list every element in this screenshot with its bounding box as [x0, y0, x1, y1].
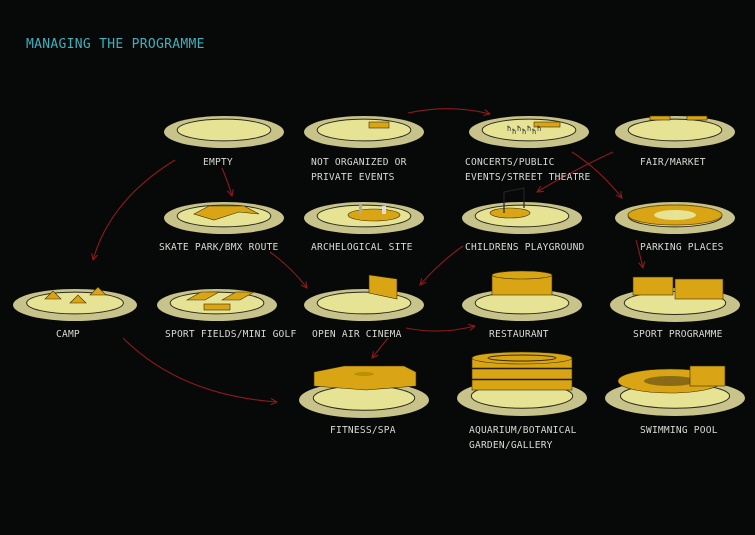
object-icon: [689, 365, 726, 387]
chair-icon: ħ: [517, 125, 521, 133]
arrow-concerts-to-parking-places: [571, 151, 622, 198]
node-label-empty: EMPTY: [203, 155, 233, 170]
object-icon: [471, 351, 573, 365]
label-line: CHILDRENS PLAYGROUND: [465, 242, 585, 253]
node-label-restaurant: RESTAURANT: [489, 327, 549, 342]
arrow-camp-to-fitness-spa: [122, 337, 277, 402]
label-line: RESTAURANT: [489, 329, 549, 340]
label-line: SPORT PROGRAMME: [633, 329, 723, 340]
node-label-fitness-spa: FITNESS/SPA: [330, 423, 396, 438]
chair-icon: ħ: [527, 125, 531, 133]
object-icon: [347, 208, 401, 222]
object-icon: [632, 276, 674, 296]
disc-top: [316, 118, 412, 142]
node-sport-fields: [157, 289, 277, 321]
page-title: MANAGING THE PROGRAMME: [26, 37, 205, 52]
label-line: PRIVATE EVENTS: [311, 172, 395, 183]
label-line: SWIMMING POOL: [640, 425, 718, 436]
disc-top: [627, 118, 723, 142]
node-fitness-spa: [299, 365, 429, 418]
label-line: OPEN AIR CINEMA: [312, 329, 402, 340]
object-icon: [220, 291, 256, 301]
chair-icon: ħ: [507, 125, 511, 133]
disc-top: [176, 118, 272, 142]
label-line: ARCHELOGICAL SITE: [311, 242, 413, 253]
label-line: SPORT FIELDS/MINI GOLF: [165, 329, 297, 340]
node-fair-market: [615, 115, 735, 148]
node-label-not-organized: NOT ORGANIZED OR PRIVATE EVENTS: [311, 155, 407, 185]
disc-top: [169, 291, 265, 315]
arrow-empty-to-camp: [93, 159, 176, 260]
object-icon: [674, 278, 724, 300]
node-label-camp: CAMP: [56, 327, 80, 342]
node-label-sport-programme: SPORT PROGRAMME: [633, 327, 723, 342]
arrow-parking-places-to-sport-programme: [635, 239, 643, 268]
disc-top: [474, 291, 570, 315]
label-line: FITNESS/SPA: [330, 425, 396, 436]
label-line: EVENTS/STREET THEATRE: [465, 172, 591, 183]
object-icon: [489, 207, 531, 219]
label-line: CONCERTS/PUBLIC: [465, 157, 555, 168]
node-childrens-playground: [462, 187, 582, 234]
arrow-skate-park-to-open-air-cinema: [269, 251, 307, 288]
arrow-childrens-playground-to-open-air-cinema: [420, 245, 464, 285]
node-archeological-site: [304, 202, 424, 234]
node-label-skate-park: SKATE PARK/BMX ROUTE: [159, 240, 279, 255]
object-icon: [649, 115, 671, 121]
object-icon: [471, 368, 573, 380]
label-line: EMPTY: [203, 157, 233, 168]
node-label-archeological-site: ARCHELOGICAL SITE: [311, 240, 413, 255]
node-label-aquarium: AQUARIUM/BOTANICAL GARDEN/GALLERY: [469, 423, 577, 453]
object-icon: [44, 290, 62, 300]
object-icon: [491, 270, 553, 280]
label-line: GARDEN/GALLERY: [469, 440, 553, 451]
chair-icon: ħ: [537, 125, 541, 133]
node-label-open-air-cinema: OPEN AIR CINEMA: [312, 327, 402, 342]
node-swimming-pool: [605, 365, 745, 416]
node-open-air-cinema: [304, 274, 424, 321]
chair-icon: ħ: [522, 128, 526, 136]
object-icon: [185, 291, 221, 301]
label-line: FAIR/MARKET: [640, 157, 706, 168]
object-icon: [203, 303, 231, 311]
arrow-open-air-cinema-to-fitness-spa: [372, 337, 389, 358]
chair-icon: ħ: [532, 128, 536, 136]
object-icon: [69, 294, 87, 304]
object-icon: [368, 121, 390, 129]
node-skate-park: [164, 202, 284, 234]
label-line: NOT ORGANIZED OR: [311, 157, 407, 168]
node-empty: [164, 116, 284, 148]
node-aquarium: [457, 351, 587, 416]
object-icon: [193, 205, 260, 221]
node-label-fair-market: FAIR/MARKET: [640, 155, 706, 170]
node-label-childrens-playground: CHILDRENS PLAYGROUND: [465, 240, 585, 255]
object-icon: [368, 274, 398, 300]
label-line: AQUARIUM/BOTANICAL: [469, 425, 577, 436]
chair-icon: ħ: [512, 128, 516, 136]
node-restaurant: [462, 270, 582, 321]
object-icon: [533, 121, 561, 128]
arrow-not-organized-to-concerts: [407, 108, 490, 114]
node-label-concerts: CONCERTS/PUBLIC EVENTS/STREET THEATRE: [465, 155, 591, 185]
label-line: SKATE PARK/BMX ROUTE: [159, 242, 279, 253]
arrow-empty-to-skate-park: [221, 167, 232, 196]
object-icon: [89, 286, 107, 296]
arrow-fair-market-to-childrens-playground: [537, 151, 614, 192]
object-icon: [686, 115, 708, 121]
object-icon: [471, 379, 573, 391]
node-label-parking-places: PARKING PLACES: [640, 240, 724, 255]
node-camp: [13, 286, 137, 321]
node-parking-places: [615, 202, 735, 234]
node-sport-programme: [610, 276, 740, 322]
node-label-sport-fields: SPORT FIELDS/MINI GOLF: [165, 327, 296, 342]
label-line: PARKING PLACES: [640, 242, 724, 253]
arrow-open-air-cinema-to-restaurant: [405, 326, 475, 332]
label-line: CAMP: [56, 329, 80, 340]
disc-top: [316, 291, 412, 315]
node-not-organized: [304, 116, 424, 148]
object-icon: [313, 365, 417, 391]
node-label-swimming-pool: SWIMMING POOL: [640, 423, 718, 438]
